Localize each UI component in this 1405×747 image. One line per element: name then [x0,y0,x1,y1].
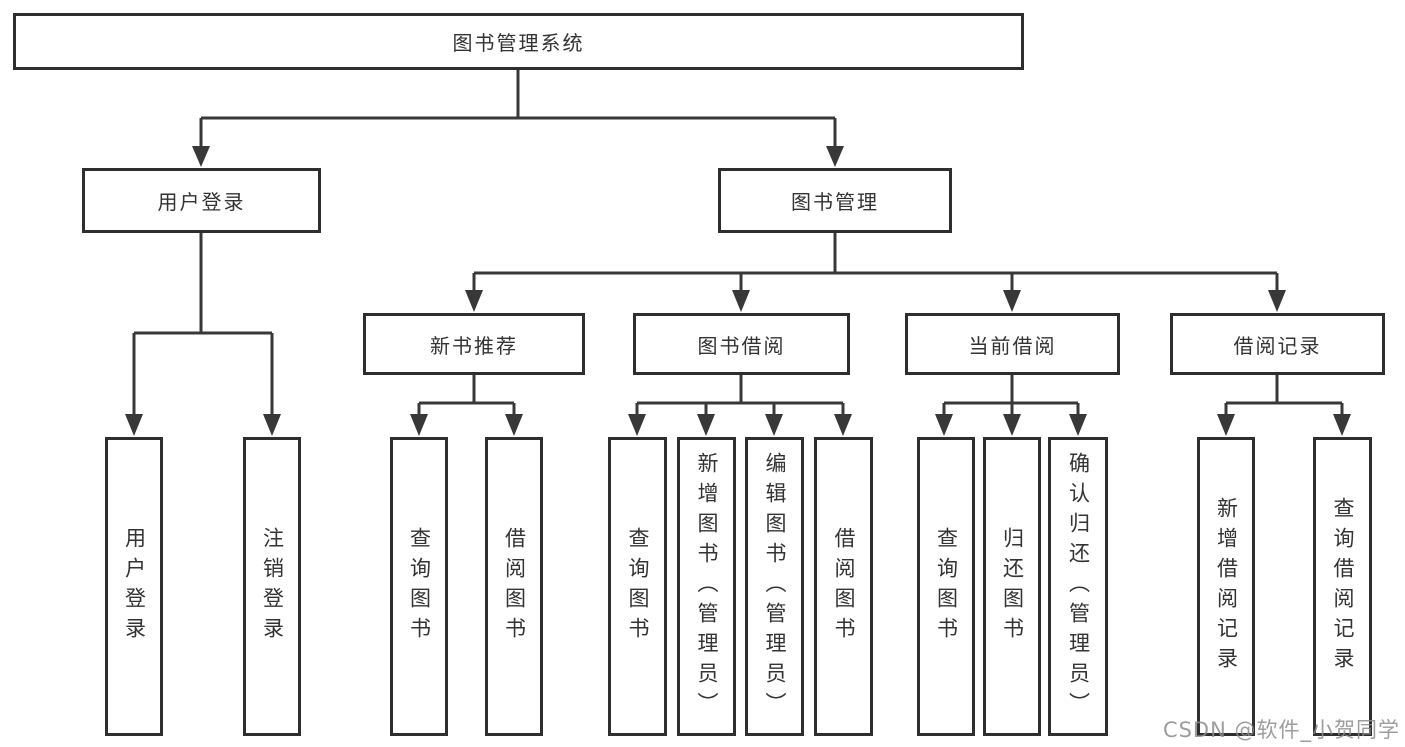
leaf-borrowing-borrow-books-label: 借阅图书 [832,526,856,647]
leaf-edit-books-admin-label: 编辑图书（管理员） [763,451,787,722]
csdn-watermark: CSDN @软件_小贺同学 [1162,718,1400,742]
leaf-borrowing-query-books-label: 查询图书 [626,526,650,647]
leaf-user-login-label: 用户登录 [122,526,147,647]
leaf-logout-label: 注销登录 [260,526,285,647]
node-borrow-records: 借阅记录 [1170,313,1385,375]
leaf-confirm-return-admin-label: 确认归还（管理员） [1066,451,1091,722]
leaf-recommend-borrow-books: 借阅图书 [485,437,543,736]
leaf-add-books-admin-label: 新增图书（管理员） [695,451,719,722]
leaf-query-borrow-record-label: 查询借阅记录 [1331,496,1355,677]
leaf-return-books: 归还图书 [983,437,1041,736]
node-new-book-recommend-label: 新书推荐 [430,333,518,358]
node-library-system: 图书管理系统 [13,13,1024,70]
leaf-logout: 注销登录 [243,437,301,736]
node-borrow-records-label: 借阅记录 [1233,333,1322,358]
node-user-login-label: 用户登录 [157,190,246,214]
node-library-system-label: 图书管理系统 [452,31,585,55]
arrowheads [125,146,1351,436]
leaf-query-borrow-record: 查询借阅记录 [1313,437,1372,736]
node-current-borrowing: 当前借阅 [905,313,1120,375]
leaf-recommend-borrow-books-label: 借阅图书 [502,526,527,647]
leaf-user-login: 用户登录 [105,437,163,736]
node-new-book-recommend: 新书推荐 [363,313,585,375]
node-current-borrowing-label: 当前借阅 [968,333,1057,358]
leaf-recommend-query-books: 查询图书 [390,437,448,736]
node-book-borrowing: 图书借阅 [633,313,850,375]
leaf-add-borrow-record-label: 新增借阅记录 [1214,496,1239,677]
leaf-return-books-label: 归还图书 [1000,526,1025,647]
leaf-current-query-books-label: 查询图书 [934,526,959,647]
leaf-confirm-return-admin: 确认归还（管理员） [1048,437,1108,736]
node-book-borrowing-label: 图书借阅 [697,333,786,358]
leaf-recommend-query-books-label: 查询图书 [407,526,432,647]
leaf-add-books-admin: 新增图书（管理员） [677,437,736,736]
node-book-management-label: 图书管理 [791,190,879,214]
leaf-borrowing-borrow-books: 借阅图书 [814,437,873,736]
node-user-login: 用户登录 [82,168,321,233]
leaf-current-query-books: 查询图书 [917,437,975,736]
leaf-borrowing-query-books: 查询图书 [608,437,667,736]
leaf-add-borrow-record: 新增借阅记录 [1197,437,1255,736]
leaf-edit-books-admin: 编辑图书（管理员） [745,437,804,736]
node-book-management: 图书管理 [718,168,952,233]
